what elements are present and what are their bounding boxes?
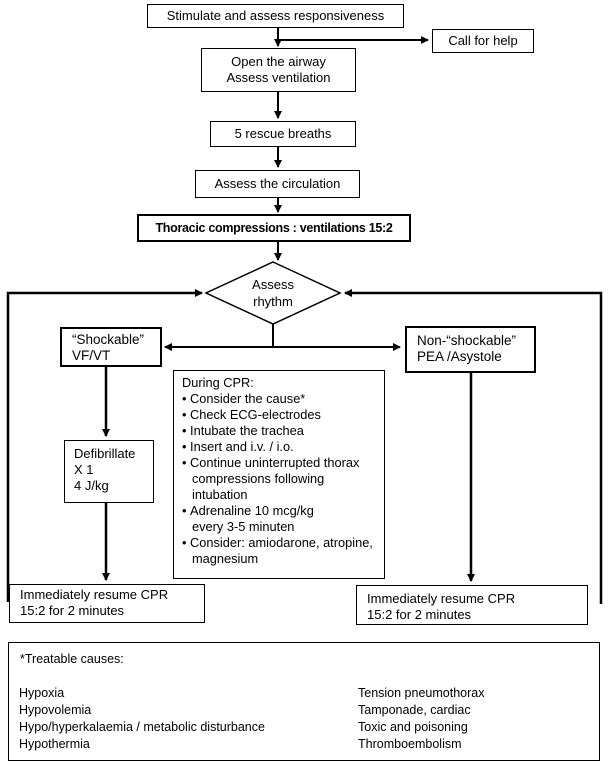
during-cpr-box: During CPR: Consider the cause* Check EC… <box>173 370 385 579</box>
resume-cpr-right-line2: 15:2 for 2 minutes <box>367 607 472 622</box>
treatable-causes-title: *Treatable causes: <box>20 652 124 666</box>
nonshockable-label-line1: Non-“shockable” <box>417 333 517 348</box>
during-cpr-item: Intubate the trachea <box>182 423 379 439</box>
loop-left-to-assess <box>6 289 203 602</box>
assess-label-line1: Assess <box>252 277 294 292</box>
causes-right-column: Tension pneumothorax Tamponade, cardiac … <box>358 685 484 753</box>
during-cpr-item: Consider the cause* <box>182 391 379 407</box>
defibrillate-label-line2: X 1 <box>74 462 94 477</box>
airway-label-line1: Open the airway <box>231 54 326 69</box>
nonshockable-box: Non-“shockable” PEA /Asystole <box>405 326 536 373</box>
defibrillate-box: Defibrillate X 1 4 J/kg <box>64 440 154 503</box>
cause-item: Tension pneumothorax <box>358 686 485 700</box>
assess-rhythm-text: Assess rhythm <box>226 276 320 310</box>
cause-item: Toxic and poisoning <box>358 720 468 734</box>
nonshockable-label-line2: PEA /Asystole <box>417 349 502 364</box>
circulation-box: Assess the circulation <box>195 170 360 198</box>
during-cpr-item: Consider: amiodarone, atropine, magnesiu… <box>182 535 379 567</box>
during-cpr-item: Adrenaline 10 mcg/kg every 3-5 minuten <box>182 503 379 535</box>
loop-right-to-assess <box>344 289 603 604</box>
cause-item: Hypothermia <box>19 737 90 751</box>
circulation-label: Assess the circulation <box>214 176 341 191</box>
rescue-breaths-label: 5 rescue breaths <box>234 126 332 141</box>
defibrillate-label-line3: 4 J/kg <box>74 478 109 493</box>
resume-cpr-left-line1: Immediately resume CPR <box>20 587 169 602</box>
causes-left-column: Hypoxia Hypovolemia Hypo/hyperkalaemia /… <box>19 685 265 753</box>
during-cpr-item: Insert and i.v. / i.o. <box>182 439 379 455</box>
shockable-label-line1: “Shockable” <box>72 332 145 347</box>
resume-cpr-right-box: Immediately resume CPR 15:2 for 2 minute… <box>356 585 588 625</box>
stimulate-label: Stimulate and assess responsiveness <box>166 8 385 23</box>
defibrillate-label-line1: Defibrillate <box>74 446 136 461</box>
compressions-box: Thoracic compressions : ventilations 15:… <box>137 214 411 242</box>
during-cpr-title: During CPR: <box>182 375 254 390</box>
cause-item: Hypo/hyperkalaemia / metabolic disturban… <box>19 720 265 734</box>
cause-item: Hypovolemia <box>19 703 92 717</box>
airway-box: Open the airway Assess ventilation <box>201 48 356 92</box>
resume-cpr-right-line1: Immediately resume CPR <box>367 591 516 606</box>
call-help-box: Call for help <box>432 29 534 53</box>
airway-label-line2: Assess ventilation <box>226 70 331 85</box>
treatable-causes-box: *Treatable causes: Hypoxia Hypovolemia H… <box>8 642 600 761</box>
assess-label-line2: rhythm <box>253 294 293 309</box>
compressions-label: Thoracic compressions : ventilations 15:… <box>155 221 393 235</box>
stimulate-box: Stimulate and assess responsiveness <box>147 4 404 28</box>
shockable-label-line2: VF/VT <box>72 348 111 363</box>
shockable-box: “Shockable” VF/VT <box>60 327 162 367</box>
during-cpr-item: Check ECG-electrodes <box>182 407 379 423</box>
resume-cpr-left-box: Immediately resume CPR 15:2 for 2 minute… <box>9 584 205 623</box>
resume-cpr-left-line2: 15:2 for 2 minutes <box>20 603 125 618</box>
cause-item: Thromboembolism <box>358 737 462 751</box>
cause-item: Tamponade, cardiac <box>358 703 471 717</box>
during-cpr-list: Consider the cause* Check ECG-electrodes… <box>182 391 379 567</box>
cause-item: Hypoxia <box>19 686 65 700</box>
call-help-label: Call for help <box>448 33 518 48</box>
rescue-breaths-box: 5 rescue breaths <box>210 121 356 147</box>
during-cpr-item: Continue uninterrupted thorax compressio… <box>182 455 379 503</box>
